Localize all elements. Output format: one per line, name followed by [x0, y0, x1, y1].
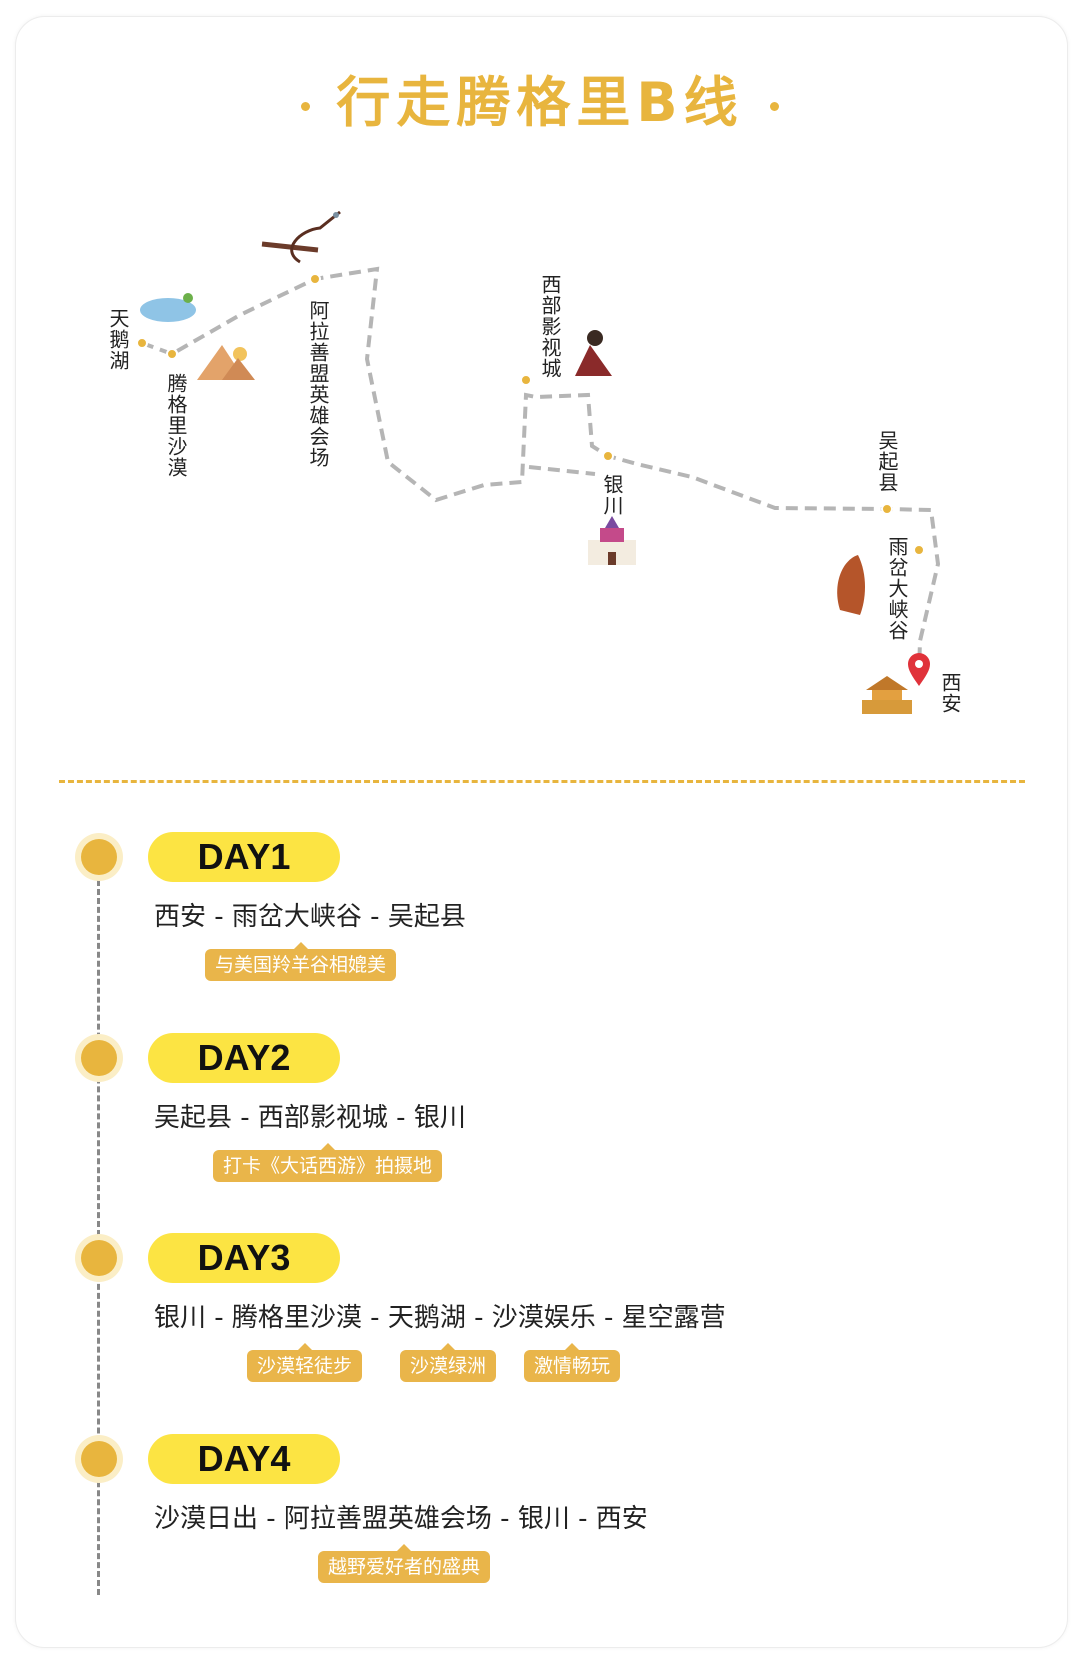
- canyon-icon: [837, 555, 865, 615]
- day-tag: 越野爱好者的盛典: [318, 1544, 491, 1583]
- timeline-dot: [81, 1441, 117, 1477]
- timeline-dot: [81, 839, 117, 875]
- pyramid-icon: [197, 345, 255, 380]
- stop-dot-tianehu: [136, 337, 148, 349]
- day-label: DAY2: [148, 1033, 340, 1083]
- day-tag: 激情畅玩: [524, 1343, 621, 1382]
- stop-dot-xibu: [520, 374, 532, 386]
- day-tag: 与美国羚羊谷相媲美: [205, 942, 397, 981]
- lake-icon: [140, 293, 196, 322]
- page-title: 行走腾格里B线: [0, 58, 1080, 137]
- day-label: DAY3: [148, 1233, 340, 1283]
- map-pin-icon: [908, 653, 930, 686]
- day-route: 西安 - 雨岔大峡谷 - 吴起县: [154, 902, 466, 932]
- map-label-tianehu: 天鹅湖: [106, 308, 130, 371]
- title-text: 行走腾格里B线: [336, 71, 744, 134]
- route-map: [136, 210, 943, 714]
- map-label-xibu: 西部影视城: [538, 274, 562, 379]
- stop-dot-yucha: [913, 544, 925, 556]
- title-dot-right: [769, 101, 779, 111]
- castle-icon: [588, 516, 636, 565]
- map-label-tengger: 腾格里沙漠: [164, 373, 188, 478]
- day-route: 吴起县 - 西部影视城 - 银川: [154, 1103, 466, 1133]
- timeline-line: [97, 880, 100, 1595]
- timeline-dot: [81, 1240, 117, 1276]
- dancer-icon: [575, 330, 612, 376]
- stop-dot-alashan: [309, 273, 321, 285]
- map-label-xian: 西安: [938, 672, 962, 714]
- map-label-alashan: 阿拉善盟英雄会场: [306, 300, 330, 468]
- bell-tower-icon: [862, 676, 912, 714]
- timeline-dot: [81, 1040, 117, 1076]
- day-route: 银川 - 腾格里沙漠 - 天鹅湖 - 沙漠娱乐 - 星空露营: [154, 1303, 726, 1333]
- route-line: [141, 266, 941, 673]
- stop-dot-yinchuan: [602, 450, 614, 462]
- map-label-yucha: 雨岔大峡谷: [885, 536, 909, 641]
- map-label-yinchuan: 银川: [600, 474, 624, 516]
- map-label-wuqi: 吴起县: [875, 430, 899, 493]
- day-tag: 沙漠轻徒步: [247, 1343, 363, 1382]
- section-divider: [59, 780, 1025, 783]
- day-tag: 打卡《大话西游》拍摄地: [213, 1143, 443, 1182]
- day-label: DAY1: [148, 832, 340, 882]
- stop-dot-tengger: [166, 348, 178, 360]
- day-label: DAY4: [148, 1434, 340, 1484]
- stop-dot-wuqi: [881, 503, 893, 515]
- guzheng-icon: [261, 210, 341, 264]
- day-route: 沙漠日出 - 阿拉善盟英雄会场 - 银川 - 西安: [154, 1504, 648, 1534]
- title-dot-left: [301, 101, 311, 111]
- day-tag: 沙漠绿洲: [400, 1343, 497, 1382]
